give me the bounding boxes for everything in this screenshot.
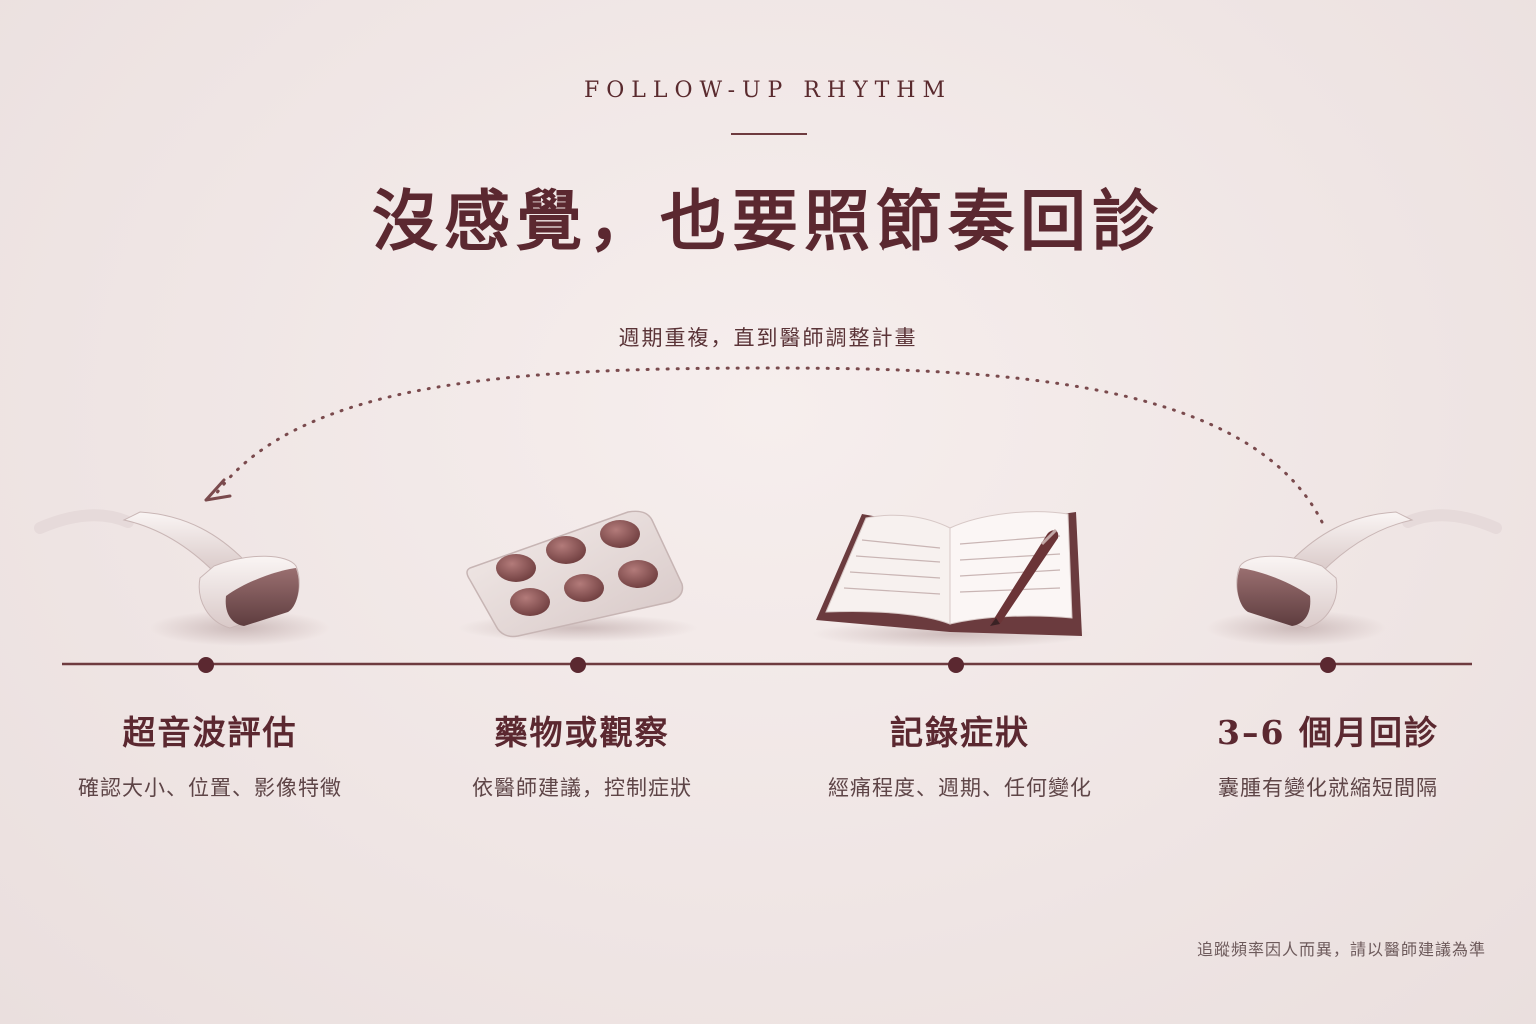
step-medication: 藥物或觀察 依醫師建議，控制症狀 xyxy=(392,708,772,802)
step-description: 經痛程度、週期、任何變化 xyxy=(828,776,1092,800)
step-ultrasound: 超音波評估 確認大小、位置、影像特徵 xyxy=(20,708,400,802)
timeline-dot-2 xyxy=(570,657,586,673)
step-symptom-log: 記錄症狀 經痛程度、週期、任何變化 xyxy=(770,708,1150,802)
timeline-dot-3 xyxy=(948,657,964,673)
step-title: 3–6 個月回診 xyxy=(1217,713,1439,752)
step-title: 記錄症狀 xyxy=(890,713,1030,752)
cycle-return-arrow xyxy=(214,366,1324,524)
step-description: 依醫師建議，控制症狀 xyxy=(472,776,692,800)
eyebrow-label: FOLLOW-UP RHYTHM xyxy=(584,78,952,103)
ultrasound-probe-icon xyxy=(34,509,330,646)
step-title: 超音波評估 xyxy=(122,713,298,752)
pill-blister-icon xyxy=(458,510,698,642)
step-follow-up: 3–6 個月回診 囊腫有變化就縮短間隔 xyxy=(1138,708,1518,802)
ultrasound-probe-icon xyxy=(1206,509,1502,646)
step-description: 囊腫有變化就縮短間隔 xyxy=(1218,776,1438,800)
cycle-caption: 週期重複，直到醫師調整計畫 xyxy=(618,326,918,350)
step-title: 藥物或觀察 xyxy=(494,713,670,752)
timeline-dot-1 xyxy=(198,657,214,673)
title-divider xyxy=(731,133,807,135)
footnote: 追蹤頻率因人而異，請以醫師建議為準 xyxy=(1196,940,1486,959)
notebook-pen-icon xyxy=(812,511,1092,648)
page-title: 沒感覺，也要照節奏回診 xyxy=(372,182,1164,260)
timeline-dot-4 xyxy=(1320,657,1336,673)
arrowhead-icon xyxy=(204,478,232,502)
step-description: 確認大小、位置、影像特徵 xyxy=(78,776,342,800)
